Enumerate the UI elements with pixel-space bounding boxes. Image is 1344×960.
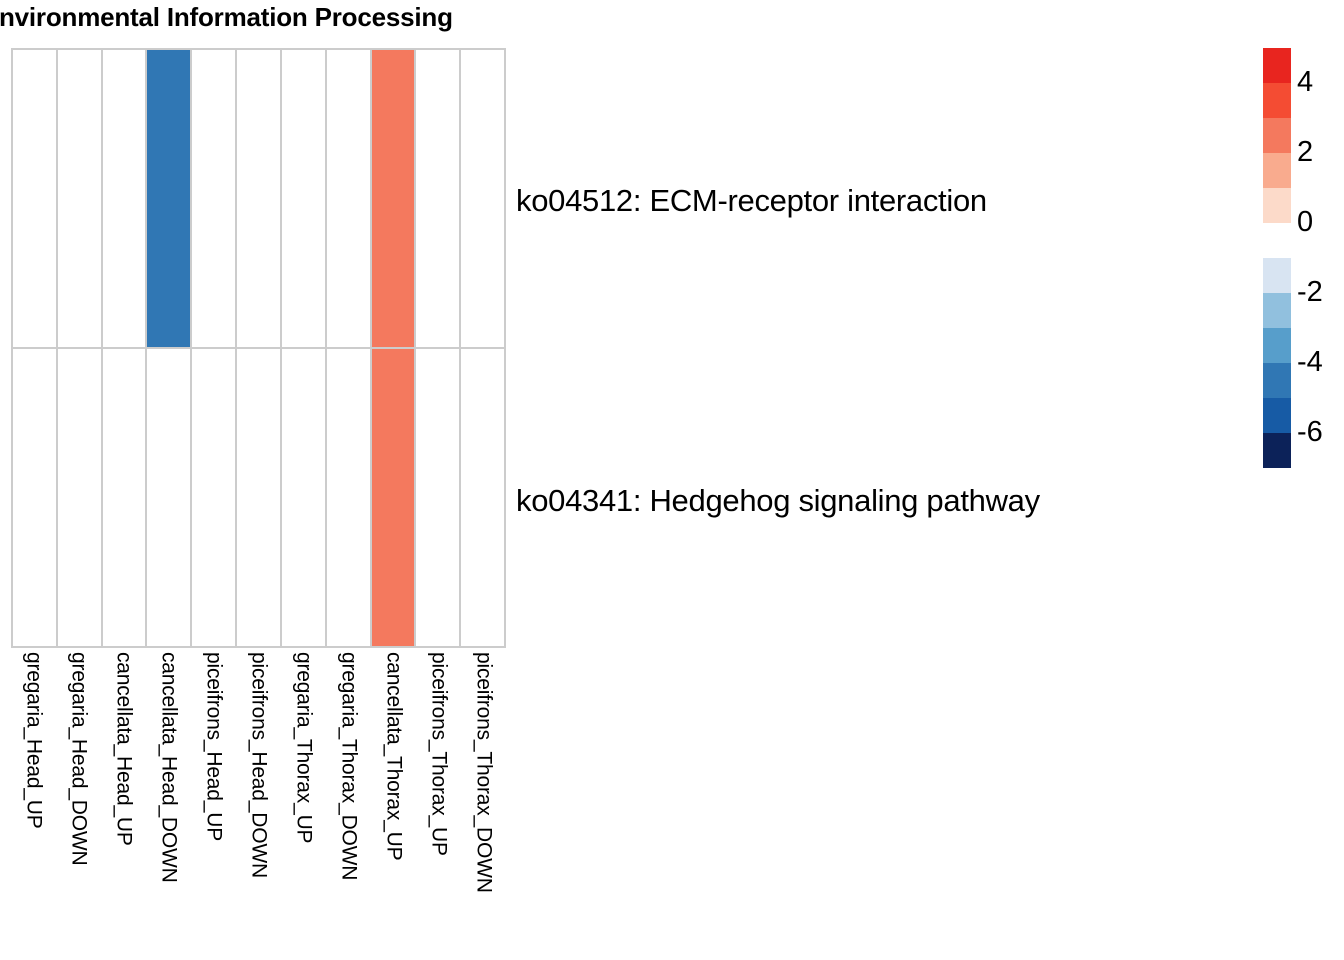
heatmap-column-label-slot: gregaria_Head_DOWN [56,652,101,952]
heatmap-cell [461,349,504,646]
colorbar-tick-label: -4 [1297,346,1323,378]
colorbar-band [1263,153,1291,188]
heatmap-cell [192,349,236,646]
heatmap-column-label-slot: piceifrons_Thorax_UP [416,652,461,952]
colorbar-band [1263,363,1291,398]
heatmap-cell [102,349,146,646]
heatmap-cell [416,50,460,347]
heatmap-column-labels: gregaria_Head_UP gregaria_Head_DOWN cancel… [11,652,506,952]
heatmap-cell [281,349,325,646]
heatmap-column-label: cancellata_Head_UP [112,652,135,846]
heatmap-column-label-slot: gregaria_Thorax_DOWN [326,652,371,952]
heatmap-column-label-slot: piceifrons_Thorax_DOWN [461,652,506,952]
colorbar-tick-label: 2 [1297,136,1314,168]
colorbar-band [1263,433,1291,468]
colorbar-legend [1263,48,1291,468]
colorbar-tick-label: 0 [1297,206,1314,238]
page-title: ment: Environmental Information Processi… [0,2,453,32]
colorbar-band [1263,118,1291,153]
heatmap-cell [461,50,504,347]
heatmap-cell [237,349,280,646]
colorbar-tick-label: 4 [1297,66,1314,98]
colorbar-band [1263,328,1291,363]
heatmap-column-label-slot: piceifrons_Head_UP [191,652,236,952]
colorbar-band [1263,293,1291,328]
colorbar-band [1263,188,1291,223]
colorbar-band [1263,258,1291,293]
heatmap-column-label-slot: cancellata_Head_UP [101,652,146,952]
colorbar-tick-label: -6 [1297,416,1323,448]
heatmap-cell [326,50,370,347]
colorbar-band [1263,223,1291,258]
heatmap-column-label-slot: cancellata_Thorax_UP [371,652,416,952]
heatmap-cell [147,50,191,347]
colorbar-band [1263,48,1291,83]
colorbar-band [1263,83,1291,118]
heatmap-cell [57,349,101,646]
heatmap-column-label: piceifrons_Head_UP [202,652,225,842]
colorbar-tick-labels: 4 2 0 -2 -4 -6 [1297,48,1344,468]
heatmap-cell [102,50,146,347]
heatmap-column-label: piceifrons_Thorax_DOWN [472,652,495,893]
heatmap-cell [192,50,236,347]
heatmap-cell [13,50,56,347]
heatmap-cell [237,50,280,347]
heatmap-row-label: ko04512: ECM-receptor interaction [516,183,987,218]
heatmap-cell [371,50,415,347]
heatmap-column-label: gregaria_Thorax_DOWN [337,652,360,881]
colorbar-tick-label: -2 [1297,276,1323,308]
heatmap-cell [147,349,191,646]
heatmap-grid [11,48,506,648]
heatmap-cell [57,50,101,347]
heatmap-column-label-slot: gregaria_Thorax_UP [281,652,326,952]
heatmap-cell [371,349,415,646]
heatmap-column-label: gregaria_Head_UP [22,652,45,829]
heatmap-column-label: cancellata_Head_DOWN [157,652,180,883]
heatmap-column-label: cancellata_Thorax_UP [382,652,405,861]
heatmap-cell [13,349,56,646]
heatmap-column-label-slot: cancellata_Head_DOWN [146,652,191,952]
heatmap-column-label: piceifrons_Head_DOWN [247,652,270,878]
heatmap-cell [326,349,370,646]
heatmap-row-label: ko04341: Hedgehog signaling pathway [516,483,1040,518]
heatmap-cell [281,50,325,347]
heatmap-column-label: piceifrons_Thorax_UP [427,652,450,856]
heatmap-column-label-slot: gregaria_Head_UP [11,652,56,952]
heatmap-column-label-slot: piceifrons_Head_DOWN [236,652,281,952]
heatmap-cell [416,349,460,646]
colorbar-band [1263,398,1291,433]
heatmap-column-label: gregaria_Head_DOWN [67,652,90,866]
heatmap-column-label: gregaria_Thorax_UP [292,652,315,844]
